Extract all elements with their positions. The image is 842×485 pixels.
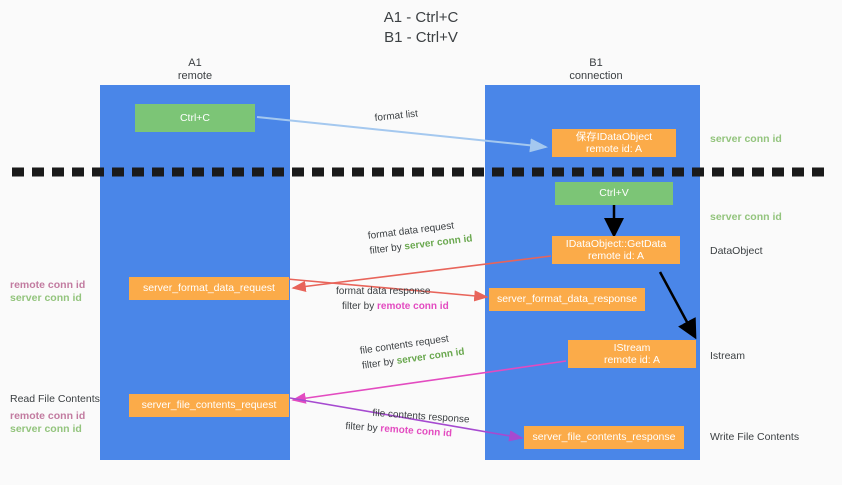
filter-value-remote-conn-id: remote conn id (379, 423, 453, 440)
left-label-read-file-contents: Read File Contents (10, 393, 100, 405)
box-server-file-contents-response-label: server_file_contents_response (532, 431, 676, 444)
box-idataobject-getdata-line-2: remote id: A (587, 250, 645, 262)
box-server-file-contents-request-label: server_file_contents_request (141, 399, 277, 412)
filter-prefix: filter by (342, 301, 378, 312)
filter-prefix: filter by (361, 355, 398, 372)
left-label-remote-conn-id-bottom: remote conn id (10, 410, 86, 422)
edge-label-format-data-response-text: format data response (336, 286, 431, 297)
box-server-file-contents-request[interactable]: server_file_contents_request (129, 394, 289, 417)
title-line-1: A1 - Ctrl+C (383, 9, 459, 26)
column-header-b1-sub: connection (569, 70, 623, 82)
right-label-istream: Istream (710, 350, 746, 362)
box-server-format-data-response-label: server_format_data_response (496, 293, 638, 306)
edge-label-file-contents-response: file contents response filter by remote … (345, 404, 470, 443)
box-server-file-contents-response[interactable]: server_file_contents_response (524, 426, 684, 449)
box-istream[interactable]: IStream remote id: A (568, 340, 696, 368)
edge-label-file-contents-request: file contents request filter by server c… (359, 330, 466, 374)
title-line-2: B1 - Ctrl+V (384, 29, 458, 46)
column-header-a1-name: A1 (188, 57, 202, 69)
edge-label-format-data-response-filter: filter by remote conn id (342, 299, 449, 314)
edge-label-format-list-text: format list (374, 108, 419, 124)
edge-label-format-data-request: format data request filter by server con… (367, 216, 473, 258)
box-idataobject-getdata-line-1: IDataObject::GetData (565, 237, 667, 250)
column-header-b1: B1 connection (516, 57, 676, 83)
box-server-format-data-request[interactable]: server_format_data_request (129, 277, 289, 300)
right-label-server-conn-id-top: server conn id (710, 133, 782, 145)
box-ctrl-v[interactable]: Ctrl+V (555, 182, 673, 205)
box-istream-line-2: remote id: A (603, 354, 661, 366)
left-label-remote-conn-id-top: remote conn id (10, 279, 86, 291)
filter-value-remote-conn-id: remote conn id (377, 301, 449, 312)
right-label-server-conn-id-mid: server conn id (710, 211, 782, 223)
box-idataobject-getdata[interactable]: IDataObject::GetData remote id: A (552, 236, 680, 264)
column-header-a1: A1 remote (115, 57, 275, 83)
box-save-idataobject-line-2: remote id: A (585, 143, 643, 155)
box-ctrl-c[interactable]: Ctrl+C (135, 104, 255, 132)
filter-prefix: filter by (345, 420, 381, 435)
box-save-idataobject-line-1: 保存IDataObject (575, 130, 653, 143)
box-save-idataobject[interactable]: 保存IDataObject remote id: A (552, 129, 676, 157)
right-label-dataobject: DataObject (710, 245, 763, 257)
box-server-format-data-response[interactable]: server_format_data_response (489, 288, 645, 311)
box-server-format-data-request-label: server_format_data_request (143, 282, 275, 295)
left-label-server-conn-id-bottom: server conn id (10, 423, 82, 435)
edge-label-format-data-response: format data response filter by remote co… (336, 284, 449, 314)
left-label-server-conn-id-top: server conn id (10, 292, 82, 304)
box-istream-line-1: IStream (613, 341, 651, 354)
filter-prefix: filter by (369, 241, 406, 257)
box-ctrl-c-label: Ctrl+C (179, 111, 211, 124)
page-title: A1 - Ctrl+C B1 - Ctrl+V (0, 8, 842, 48)
column-header-b1-name: B1 (589, 57, 603, 69)
edge-label-format-list: format list (374, 106, 419, 125)
right-label-write-file-contents: Write File Contents (710, 431, 800, 443)
column-header-a1-sub: remote (177, 70, 213, 82)
box-ctrl-v-label: Ctrl+V (599, 187, 629, 200)
